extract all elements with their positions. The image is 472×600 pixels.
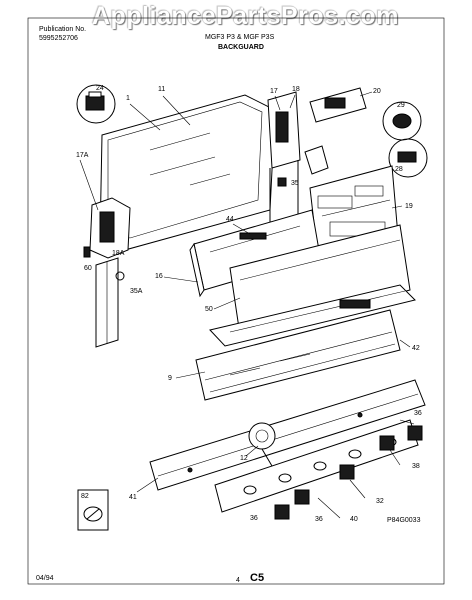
callout-42: 42 — [412, 345, 420, 352]
callout-28: 28 — [395, 166, 403, 173]
page-frame — [27, 17, 445, 585]
callout-1: 1 — [126, 95, 130, 102]
footer-date: 04/94 — [36, 575, 54, 582]
callout-35a: 35A — [130, 288, 143, 295]
publication-number: 5995252706 — [39, 35, 78, 42]
callout-36-mid: 36 — [315, 516, 323, 523]
callout-11: 11 — [158, 86, 166, 93]
callout-16: 16 — [155, 273, 163, 280]
callout-circle-28 — [388, 138, 428, 178]
model-text: MGF3 P3 & MGF P3S — [205, 34, 275, 41]
callout-19: 19 — [405, 203, 413, 210]
callout-18a: 18A — [112, 250, 125, 257]
control-panel-40 — [214, 419, 419, 513]
knob-38-a — [379, 435, 395, 451]
callout-20: 20 — [373, 88, 381, 95]
callout-38: 38 — [412, 463, 420, 470]
callout-40: 40 — [350, 516, 358, 523]
valve-12 — [248, 422, 276, 450]
callout-44: 44 — [226, 216, 234, 223]
clip-35a — [115, 271, 125, 281]
callout-18: 18 — [292, 86, 300, 93]
front-panel — [229, 224, 411, 336]
callout-36-top: 36 — [414, 410, 422, 417]
screw-60 — [83, 246, 91, 258]
knob-36-c — [274, 504, 290, 520]
publication-label: Publication No. — [39, 26, 87, 33]
callout-9: 9 — [168, 375, 172, 382]
callout-12: 12 — [240, 455, 248, 462]
inset-box-82 — [77, 489, 109, 531]
page-number: 4 — [236, 577, 240, 584]
panel-9 — [195, 309, 401, 401]
drawing-id: P84G0033 — [387, 517, 421, 524]
switch-24 — [85, 95, 105, 111]
watermark: AppliancePartsPros.com — [92, 2, 399, 30]
knob-36-a — [407, 425, 423, 441]
callout-29: 29 — [397, 102, 405, 109]
callout-32: 32 — [376, 498, 384, 505]
section-title: BACKGUARD — [218, 44, 264, 51]
callout-17: 17 — [270, 88, 278, 95]
knob-36-b — [294, 489, 310, 505]
callout-41: 41 — [129, 494, 137, 501]
callout-50: 50 — [205, 306, 213, 313]
callout-circle-24 — [76, 84, 116, 124]
callout-36-left: 36 — [250, 515, 258, 522]
knob-38-b — [339, 464, 355, 480]
callout-60: 60 — [84, 265, 92, 272]
page-code: C5 — [250, 572, 265, 584]
callout-17a: 17A — [76, 152, 89, 159]
callout-82: 82 — [81, 493, 89, 500]
clip-35 — [304, 145, 329, 175]
callout-35: 35 — [291, 180, 299, 187]
callout-24: 24 — [96, 85, 104, 92]
